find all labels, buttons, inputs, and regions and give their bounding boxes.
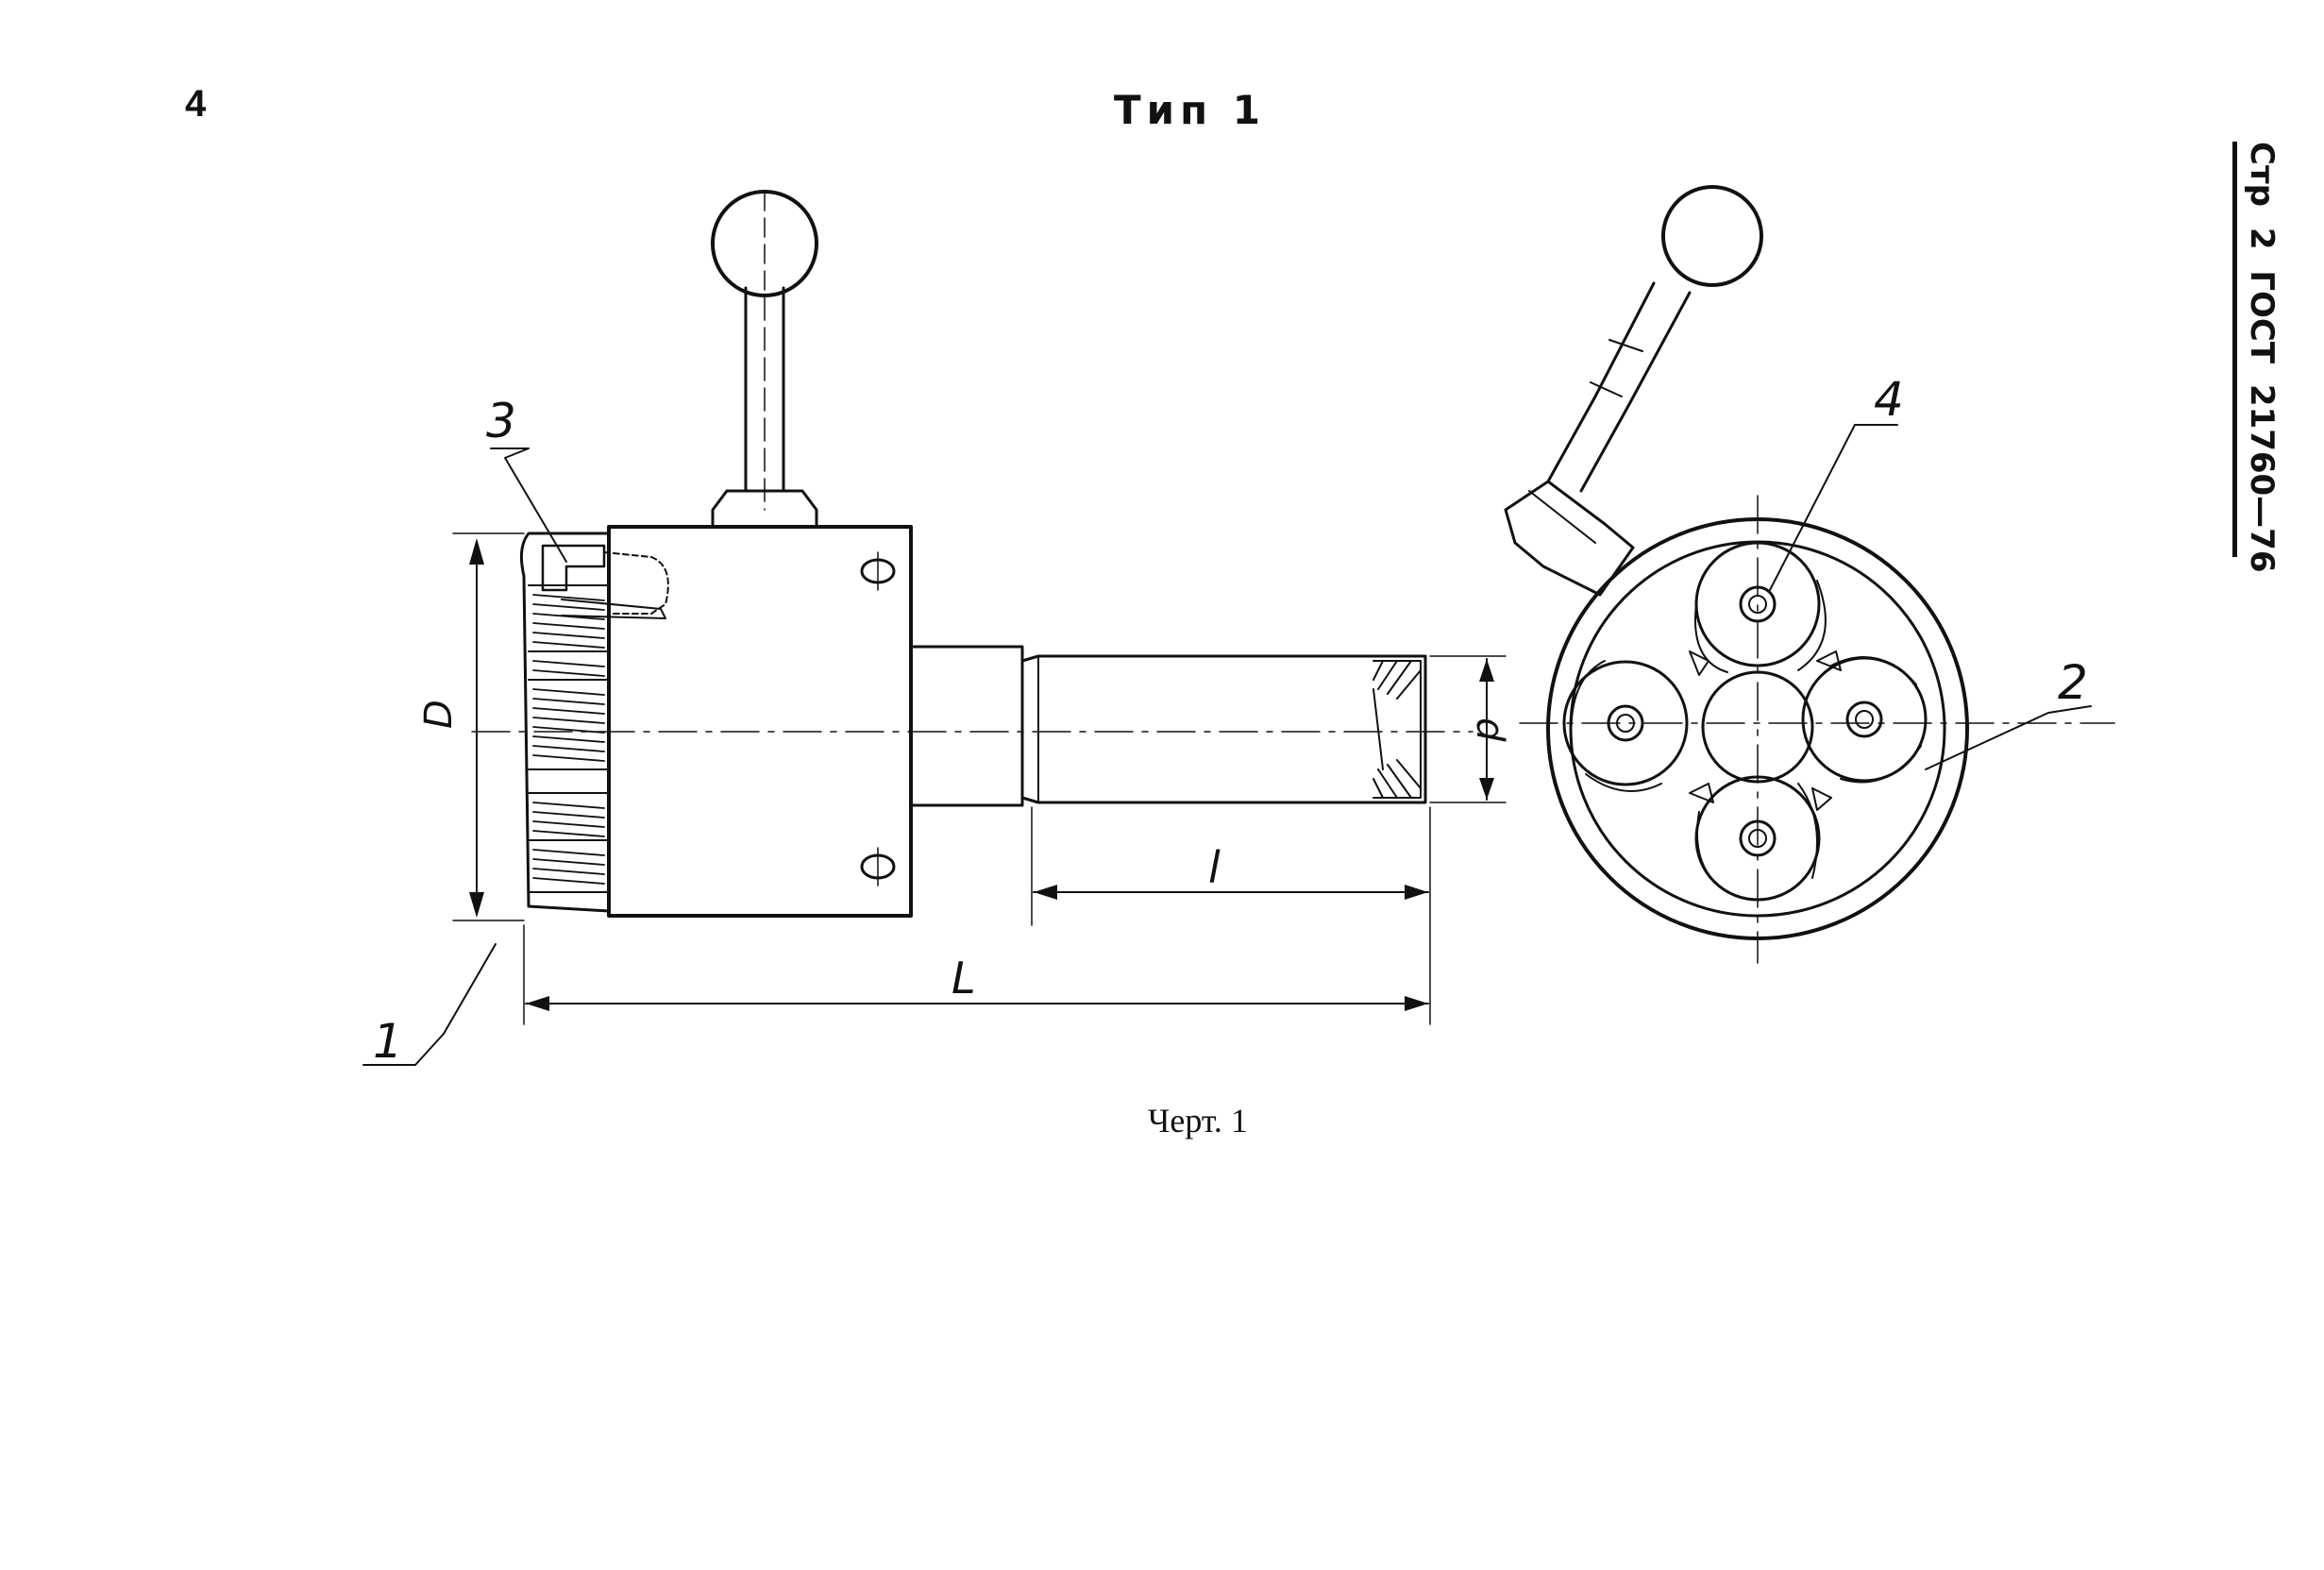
- body-block: [607, 525, 913, 918]
- die-roller-right: [1801, 656, 1928, 784]
- side-view: [362, 190, 1507, 1066]
- shank-neck: [909, 645, 1024, 807]
- leader-4: [1769, 424, 1898, 591]
- callout-2: 2: [2058, 655, 2088, 710]
- lever-nut: [1504, 480, 1635, 597]
- dim-D-label: D: [417, 700, 461, 729]
- shank: [1020, 654, 1427, 804]
- leader-1: [362, 943, 497, 1066]
- end-view: [1504, 185, 2115, 964]
- die-roller-top: [1694, 541, 1827, 673]
- callout-3: 3: [486, 394, 516, 448]
- dim-L-label: L: [951, 953, 976, 1004]
- dim-d-label: d: [1468, 717, 1511, 742]
- segment-keys: [1689, 650, 1842, 811]
- die-roller-left: [1562, 660, 1689, 792]
- handle-stem: [744, 286, 785, 493]
- callout-4: 4: [1874, 372, 1904, 427]
- leader-2: [1925, 705, 2092, 770]
- lever-knob: [1661, 185, 1763, 287]
- lever-arm: [1546, 281, 1692, 493]
- central-core: [1701, 670, 1814, 784]
- page-number: 4: [185, 83, 207, 125]
- die-head: [519, 532, 611, 913]
- die-roller-bottom: [1694, 775, 1821, 902]
- leader-3: [490, 447, 567, 563]
- callout-1: 1: [373, 1014, 403, 1069]
- dim-l-label: l: [1208, 842, 1221, 893]
- figure-caption: Черт. 1: [1148, 1102, 1248, 1140]
- type-title: Тип 1: [1114, 87, 1266, 133]
- shank-end-hatch: [1373, 660, 1422, 799]
